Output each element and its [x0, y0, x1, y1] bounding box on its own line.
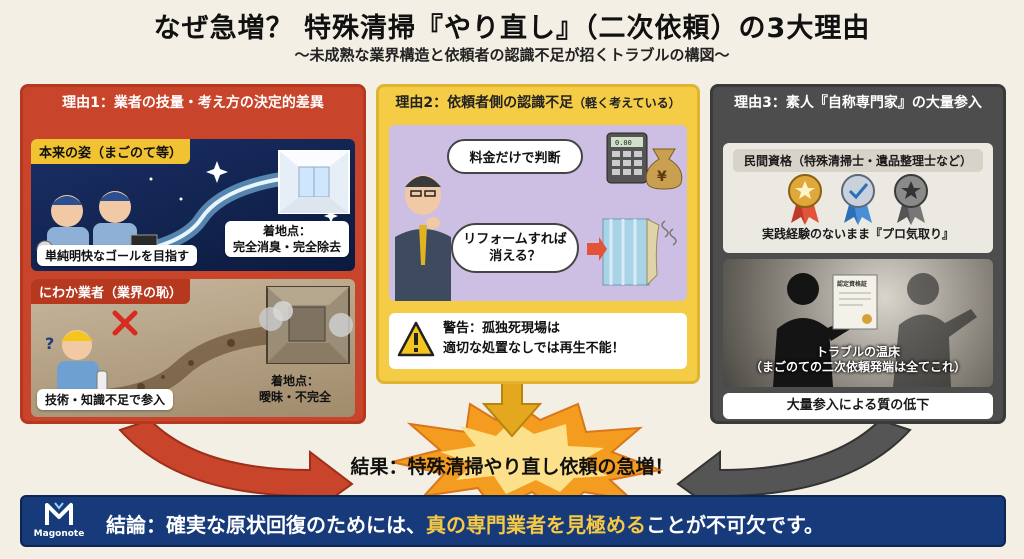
document-title: 認定資格証 [837, 280, 867, 288]
reason3-heading: 理由3：素人『自称専門家』の大量参入 [713, 87, 1003, 117]
svg-text:?: ? [45, 334, 54, 353]
ideal-landing-title: 着地点： [262, 224, 311, 238]
ideal-landing-label: 着地点： 完全消臭・完全除去 [225, 221, 349, 257]
wallpaper-icon [587, 218, 677, 287]
reason3-panel: 理由3：素人『自称専門家』の大量参入 民間資格（特殊清掃士・遺品整理士など） 実… [710, 84, 1006, 424]
calculator-icon: 0.00 [606, 132, 648, 184]
conclusion-bar: Magonote 結論：確実な原状回復のためには、真の専門業者を見極めることが不… [20, 495, 1006, 547]
hotbed-line2: （まごのての二次依頼発端は全てこれ） [749, 360, 966, 374]
reform-line1: リフォームすれば [463, 232, 567, 247]
silhouette-icon [773, 273, 977, 387]
amateur-caption: 技術・知識不足で参入 [37, 389, 174, 410]
result-label: 結果：特殊清掃やり直し依頼の急増！ [350, 456, 674, 478]
ideal-goal-label: 単純明快なゴールを目指す [37, 245, 198, 266]
silhouette-box: 認定資格証 トラブルの温床 （まごのての二次依頼発端は全てこれ） [723, 259, 993, 387]
hotbed-line1: トラブルの温床 [815, 345, 900, 359]
amateur-section: ? にわか業者（業界の恥） 技術・知識不足で参入 着地点： 曖昧・不完全 [31, 279, 355, 417]
reason2-heading: 理由2：依頼者側の認識不足 [395, 95, 574, 111]
page-title: なぜ急増？ 特殊清掃『やり直し』（二次依頼）の3大理由 [153, 13, 871, 44]
conclusion-highlight: 真の専門業者を見極める [426, 513, 646, 537]
certification-heading: 民間資格（特殊清掃士・遺品整理士など） [733, 149, 983, 172]
logo-mark-icon [45, 502, 73, 525]
amateur-landing-value: 曖昧・不完全 [258, 390, 331, 404]
reform-line2: 消える？ [489, 249, 541, 264]
arrow-icon-center [481, 379, 543, 438]
conclusion-text-before: 結論：確実な原状回復のためには、 [106, 513, 426, 537]
amateur-landing-title: 着地点： [270, 374, 319, 388]
reason2-heading-row: 理由2：依頼者側の認識不足 （軽く考えている） [379, 87, 697, 117]
reason2-heading-note: （軽く考えている） [573, 95, 681, 110]
page-subtitle: 〜未成熟な業界構造と依頼者の認識不足が招くトラブルの構図〜 [294, 46, 730, 64]
reason2-panel: 理由2：依頼者側の認識不足 （軽く考えている） 0.00 [376, 84, 700, 384]
dirty-room-icon [259, 286, 353, 364]
ideal-section: 本来の姿（まごのて等） 単純明快なゴールを目指す 着地点： 完全消臭・完全除去 [31, 139, 355, 271]
amateur-tag: にわか業者（業界の恥） [31, 279, 191, 304]
certificate-icon: 認定資格証 [832, 274, 878, 330]
reform-thought-bubble: リフォームすれば 消える？ [451, 223, 579, 273]
warning-icon [397, 321, 435, 357]
money-symbol: ¥ [657, 169, 667, 185]
cross-icon [112, 310, 138, 336]
silhouette-illustration: 認定資格証 [773, 273, 977, 387]
ideal-landing-value: 完全消臭・完全除去 [233, 240, 342, 254]
magonote-logo: Magonote [28, 501, 90, 543]
amateur-landing-label: 着地点： 曖昧・不完全 [245, 371, 345, 407]
certification-caption: 実践経験のないまま『プロ気取り』 [761, 227, 954, 241]
price-thought-bubble: 料金だけで判断 [447, 139, 583, 174]
warning-text: 警告：孤独死現場は 適切な処置なしでは再生不能！ [443, 319, 679, 359]
trouble-hotbed-label: トラブルの温床 （まごのての二次依頼発端は全てこれ） [723, 345, 993, 375]
reason2-scene: 0.00 ¥ 料金 [389, 125, 687, 301]
thinking-man-icon [395, 175, 451, 301]
calculator-display: 0.00 [615, 139, 632, 147]
certification-box: 民間資格（特殊清掃士・遺品整理士など） 実践経験のないまま『プロ気取り』 [723, 143, 993, 253]
clean-room-icon [278, 150, 350, 214]
reason2-illustration: 0.00 ¥ [395, 132, 683, 301]
logo-name: Magonote [33, 529, 85, 539]
reason1-panel: 理由1：業者の技量・考え方の決定的差異 [20, 84, 366, 424]
warning-box: 警告：孤独死現場は 適切な処置なしでは再生不能！ [389, 313, 687, 369]
medal-icon [788, 174, 928, 225]
quality-decline-label: 大量参入による質の低下 [723, 393, 993, 419]
conclusion-text: 結論：確実な原状回復のためには、真の専門業者を見極めることが不可欠です。 [106, 509, 824, 538]
reason1-heading: 理由1：業者の技量・考え方の決定的差異 [23, 87, 363, 117]
ideal-tag: 本来の姿（まごのて等） [31, 139, 191, 164]
warning-line2: 適切な処置なしでは再生不能！ [443, 341, 625, 356]
money-bag-icon: ¥ [645, 148, 683, 190]
warning-line1: 警告：孤独死現場は [443, 321, 561, 336]
conclusion-text-after: ことが不可欠です。 [646, 513, 824, 537]
